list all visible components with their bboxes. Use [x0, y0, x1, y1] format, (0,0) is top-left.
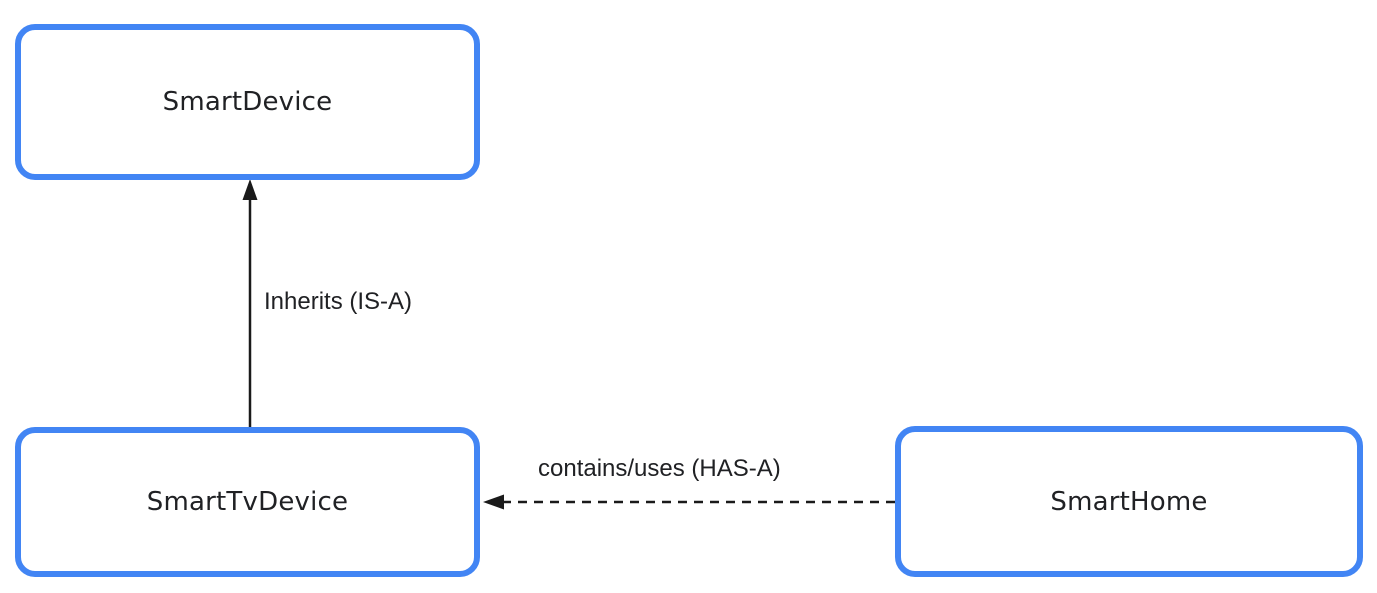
edge-label-inherits: Inherits (IS-A) — [264, 288, 413, 315]
arrowhead-left-icon — [483, 494, 504, 510]
node-smart-home: SmartHome — [895, 426, 1363, 577]
node-smart-tv-device: SmartTvDevice — [15, 427, 480, 577]
edge-inherits-arrow — [242, 179, 258, 427]
node-label: SmartHome — [1050, 486, 1208, 517]
node-label: SmartTvDevice — [146, 487, 349, 517]
node-label: SmartDevice — [162, 87, 333, 117]
arrowhead-up-icon — [242, 179, 258, 200]
node-smart-device: SmartDevice — [15, 24, 480, 180]
edge-contains-arrow — [483, 494, 895, 510]
edge-label-contains: contains/uses (HAS-A) — [538, 455, 781, 482]
